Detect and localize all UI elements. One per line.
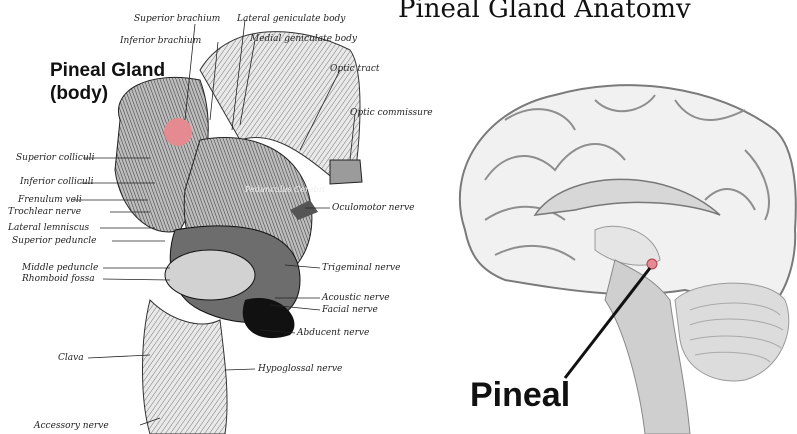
label-superior-brachium: Superior brachium (134, 14, 220, 24)
label-accessory-nerve: Accessory nerve (34, 421, 109, 431)
label-acoustic-nerve: Acoustic nerve (322, 293, 390, 303)
label-medial-geniculate-body: Medial geniculate body (250, 34, 357, 44)
label-oculomotor-nerve: Oculomotor nerve (332, 203, 415, 213)
label-superior-peduncle: Superior peduncle (12, 236, 97, 246)
label-optic-tract: Optic tract (330, 64, 379, 74)
label-facial-nerve: Facial nerve (322, 305, 378, 315)
label-superior-colliculi: Superior colliculi (16, 153, 95, 163)
label-trigeminal-nerve: Trigeminal nerve (322, 263, 400, 273)
label-abducent-nerve: Abducent nerve (297, 328, 369, 338)
label-middle-peduncle: Middle peduncle (22, 263, 98, 273)
brainstem-illustration-panel: Superior brachium Lateral geniculate bod… (0, 0, 445, 434)
label-frenulum-veli: Frenulum veli (18, 195, 82, 205)
pineal-label: Pineal (470, 376, 570, 415)
sagittal-brain-panel (445, 0, 797, 434)
pineal-gland-highlight (164, 118, 192, 146)
label-pedunculus-cerebri: Pedunculus Cerebri (245, 185, 325, 195)
label-lateral-lemniscus: Lateral lemniscus (8, 223, 89, 233)
label-rhomboid-fossa: Rhomboid fossa (22, 274, 95, 284)
pineal-gland-title: Pineal Gland (50, 60, 165, 82)
sagittal-brain-drawing (445, 0, 797, 434)
label-lateral-geniculate-body: Lateral geniculate body (237, 14, 345, 24)
label-clava: Clava (58, 353, 84, 363)
label-inferior-colliculi: Inferior colliculi (20, 177, 93, 187)
label-trochlear-nerve: Trochlear nerve (8, 207, 81, 217)
label-optic-commissure: Optic commissure (350, 108, 433, 118)
label-inferior-brachium: Inferior brachium (120, 36, 201, 46)
label-hypoglossal-nerve: Hypoglossal nerve (258, 364, 342, 374)
pineal-gland-subtitle: (body) (50, 83, 108, 105)
